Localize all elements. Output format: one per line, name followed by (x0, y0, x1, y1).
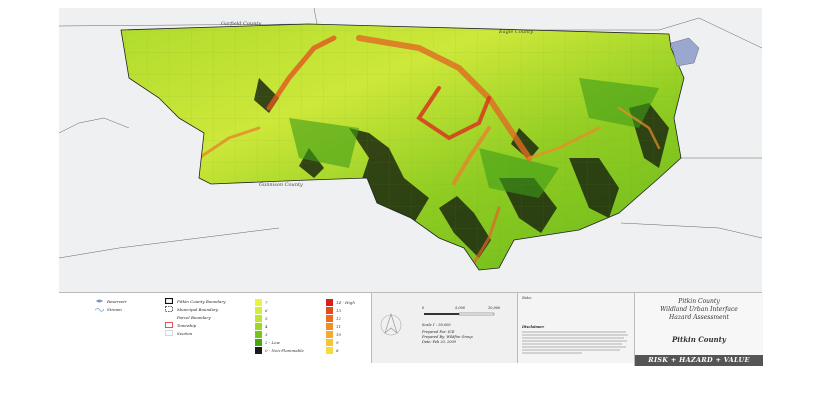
hazard-high-label: 12 (336, 316, 342, 321)
reservoir-shape (670, 37, 700, 67)
hazard-low-label: 5 (265, 316, 268, 321)
stream-symbol-icon (95, 308, 104, 312)
scale-tick-2: 10,000 (488, 306, 501, 310)
hazard-low-swatch (255, 339, 262, 346)
hazard-high-swatch (326, 339, 333, 346)
hazard-low-swatch (255, 307, 262, 314)
notes-panel: Note: Disclaimer: (517, 293, 635, 363)
hazard-high-swatch (326, 323, 333, 330)
note-title: Note: (522, 296, 532, 300)
garfield-county-label: Garfield County (221, 21, 262, 27)
north-arrow-icon (380, 312, 402, 336)
gunnison-county-label: Gunnison County (259, 182, 303, 188)
hazard-high-swatch (326, 299, 333, 306)
hazard-low-swatch (255, 315, 262, 322)
legend-county-boundary: Pitkin County Boundary (177, 299, 226, 304)
hazard-high-label: 10 (336, 332, 342, 337)
pitkin-county-hazard (121, 24, 684, 270)
tagline-bar: RISK + HAZARD + VALUE (635, 355, 763, 366)
scale-tick-1: 5,000 (455, 306, 466, 310)
legend-reservoir: Reservoir (107, 299, 127, 304)
hazard-low-label: 6 (265, 308, 268, 313)
title-line-3: Hazard Assessment (669, 314, 729, 321)
scale-bar (424, 312, 495, 316)
scale-ratio: Scale 1 : 50,000 (422, 323, 451, 327)
hazard-high-label: 8 (336, 348, 339, 353)
hazard-high-swatch (326, 331, 333, 338)
prepared-by: Prepared By: Wildfire Group (422, 335, 473, 339)
legend-section: Section (177, 331, 193, 336)
hazard-high-label: 11 (336, 324, 342, 329)
hazard-high-swatch (326, 307, 333, 314)
hazard-low-swatch (255, 347, 262, 354)
map-date: Date: Feb 20, 2009 (422, 340, 456, 344)
scale-tick-0: 0 (422, 306, 425, 310)
legend-stream: Stream (107, 307, 122, 312)
township-symbol-icon (165, 322, 173, 328)
eagle-county-label: Eagle County (499, 29, 534, 35)
hazard-low-label: 4 (265, 324, 268, 329)
legend-municipal-boundary: Municipal Boundary (177, 307, 219, 312)
hazard-high-swatch (326, 347, 333, 354)
title-line-2: Wildland Urban Interface (660, 306, 738, 313)
hazard-high-label: 13 (336, 308, 342, 313)
county-boundary-symbol-icon (165, 298, 173, 304)
municipal-boundary-symbol-icon (165, 306, 173, 312)
section-symbol-icon (165, 330, 173, 336)
title-line-1: Pitkin County (678, 298, 720, 305)
legend-township: Township (177, 323, 197, 328)
hazard-high-swatch (326, 315, 333, 322)
reservoir-symbol-icon (96, 299, 103, 303)
hazard-map[interactable]: Garfield County Eagle County Gunnison Co… (59, 8, 762, 292)
hazard-low-label: 7 (265, 300, 268, 305)
hazard-low-swatch (255, 323, 262, 330)
scale-panel: 0 5,000 10,000 Scale 1 : 50,000 Prepared… (371, 293, 518, 363)
hazard-low-label: 0 - Non-Flammable (265, 348, 304, 353)
neighbor-boundaries (59, 8, 762, 259)
hazard-high-label: 14 - High (336, 300, 355, 305)
prepared-for: Prepared For: ICE (422, 330, 455, 334)
hazard-high-label: 9 (336, 340, 339, 345)
hazard-low-swatch (255, 331, 262, 338)
title-county: Pitkin County (672, 335, 726, 344)
title-panel: Pitkin County Wildland Urban Interface H… (634, 293, 763, 366)
disclaimer-text-lines (522, 331, 628, 354)
legend-parcel-boundary: Parcel Boundary (177, 315, 211, 320)
map-legend: Reservoir Stream Pitkin County Boundary … (59, 292, 763, 366)
hazard-low-swatch (255, 299, 262, 306)
hazard-low-label: 2 - Low (265, 340, 280, 345)
hazard-low-label: 3 (265, 332, 268, 337)
disclaimer-title: Disclaimer: (522, 325, 545, 329)
map-canvas (59, 8, 762, 271)
